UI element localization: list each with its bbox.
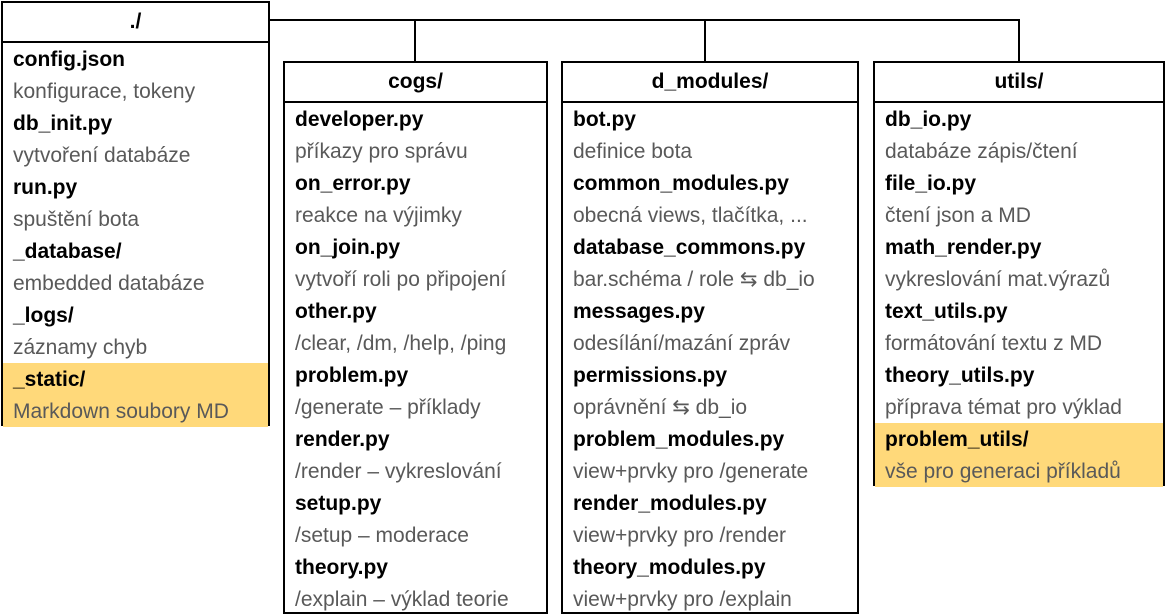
root-folder-title: ./ [3,3,268,43]
folder-entry-problem-utils: problem_utils/ vše pro generaci příkladů [875,423,1163,487]
file-entry-developer: developer.py příkazy pro správu [285,103,546,167]
file-name: render_modules.py [573,492,767,515]
file-description: formátování textu z MD [885,332,1103,355]
file-name: database_commons.py [573,236,806,259]
file-description: oprávnění ⇆ db_io [573,396,748,419]
file-description: obecná views, tlačítka, ... [573,204,808,227]
file-entry-text-utils: text_utils.py formátování textu z MD [875,295,1163,359]
folder-entry-static: _static/ Markdown soubory MD [3,363,268,427]
file-name: math_render.py [885,236,1042,259]
file-name: file_io.py [885,172,977,195]
file-description: konfigurace, tokeny [13,80,196,103]
file-name: config.json [13,48,125,71]
folder-name: problem_utils/ [885,428,1029,451]
file-description: reakce na výjimky [295,204,462,227]
file-entry-file-io: file_io.py čtení json a MD [875,167,1163,231]
folder-description: embedded databáze [13,272,205,295]
file-description: vytvoří roli po připojení [295,268,507,291]
connector-root-to-subfolders [269,19,1020,61]
folder-description: vše pro generaci příkladů [885,460,1121,483]
d-modules-folder-box: d_modules/ bot.py definice bota common_m… [561,61,859,614]
file-name: theory.py [295,556,388,579]
file-entry-theory-modules: theory_modules.py view+prvky pro /explai… [563,551,857,615]
file-description: /generate – příklady [295,396,481,419]
file-entry-theory: theory.py /explain – výklad teorie [285,551,546,615]
folder-entry-database: _database/ embedded databáze [3,235,268,299]
file-description: bar.schéma / role ⇆ db_io [573,268,815,291]
file-name: setup.py [295,492,382,515]
folder-name: _static/ [13,368,86,391]
file-name: problem_modules.py [573,428,785,451]
file-description: /clear, /dm, /help, /ping [295,332,507,355]
file-name: text_utils.py [885,300,1008,323]
file-name: run.py [13,176,78,199]
file-entry-problem-modules: problem_modules.py view+prvky pro /gener… [563,423,857,487]
file-entry-render: render.py /render – vykreslování [285,423,546,487]
file-entry-on-error: on_error.py reakce na výjimky [285,167,546,231]
file-entry-database-commons: database_commons.py bar.schéma / role ⇆ … [563,231,857,295]
cogs-folder-box: cogs/ developer.py příkazy pro správu on… [283,61,548,614]
file-entry-problem: problem.py /generate – příklady [285,359,546,423]
file-entry-run: run.py spuštění bota [3,171,268,235]
file-description: spuštění bota [13,208,140,231]
file-description: /render – vykreslování [295,460,502,483]
cogs-folder-title: cogs/ [285,63,546,103]
utils-folder-box: utils/ db_io.py databáze zápis/čtení fil… [873,61,1165,487]
file-description: view+prvky pro /explain [573,588,792,611]
file-entry-setup: setup.py /setup – moderace [285,487,546,551]
folder-entry-logs: _logs/ záznamy chyb [3,299,268,363]
file-description: vykreslování mat.výrazů [885,268,1111,291]
file-name: theory_utils.py [885,364,1035,387]
file-name: developer.py [295,108,424,131]
file-entry-render-modules: render_modules.py view+prvky pro /render [563,487,857,551]
file-entry-messages: messages.py odesílání/mazání zpráv [563,295,857,359]
file-description: /explain – výklad teorie [295,588,509,611]
file-name: render.py [295,428,390,451]
file-name: db_init.py [13,112,113,135]
file-entry-bot: bot.py definice bota [563,103,857,167]
file-entry-theory-utils: theory_utils.py příprava témat pro výkla… [875,359,1163,423]
file-name: theory_modules.py [573,556,766,579]
file-name: other.py [295,300,377,323]
file-entry-db-io: db_io.py databáze zápis/čtení [875,103,1163,167]
file-name: messages.py [573,300,705,323]
file-name: permissions.py [573,364,728,387]
d-modules-folder-title: d_modules/ [563,63,857,103]
file-entry-other: other.py /clear, /dm, /help, /ping [285,295,546,359]
folder-description: záznamy chyb [13,336,148,359]
file-description: příkazy pro správu [295,140,468,163]
file-name: problem.py [295,364,409,387]
file-name: bot.py [573,108,636,131]
file-description: /setup – moderace [295,524,469,547]
folder-description: Markdown soubory MD [13,400,229,423]
file-entry-common-modules: common_modules.py obecná views, tlačítka… [563,167,857,231]
file-entry-permissions: permissions.py oprávnění ⇆ db_io [563,359,857,423]
file-description: view+prvky pro /render [573,524,787,547]
root-folder-box: ./ config.json konfigurace, tokeny db_in… [1,1,270,427]
file-name: db_io.py [885,108,972,131]
folder-name: _logs/ [13,304,74,327]
file-description: čtení json a MD [885,204,1031,227]
file-entry-db-init: db_init.py vytvoření databáze [3,107,268,171]
file-name: on_join.py [295,236,400,259]
file-description: definice bota [573,140,693,163]
file-name: common_modules.py [573,172,789,195]
file-description: vytvoření databáze [13,144,191,167]
file-description: odesílání/mazání zpráv [573,332,791,355]
file-description: příprava témat pro výklad [885,396,1122,419]
file-description: databáze zápis/čtení [885,140,1078,163]
file-entry-on-join: on_join.py vytvoří roli po připojení [285,231,546,295]
file-description: view+prvky pro /generate [573,460,809,483]
file-entry-math-render: math_render.py vykreslování mat.výrazů [875,231,1163,295]
folder-name: _database/ [13,240,122,263]
utils-folder-title: utils/ [875,63,1163,103]
file-name: on_error.py [295,172,411,195]
file-entry-config-json: config.json konfigurace, tokeny [3,43,268,107]
